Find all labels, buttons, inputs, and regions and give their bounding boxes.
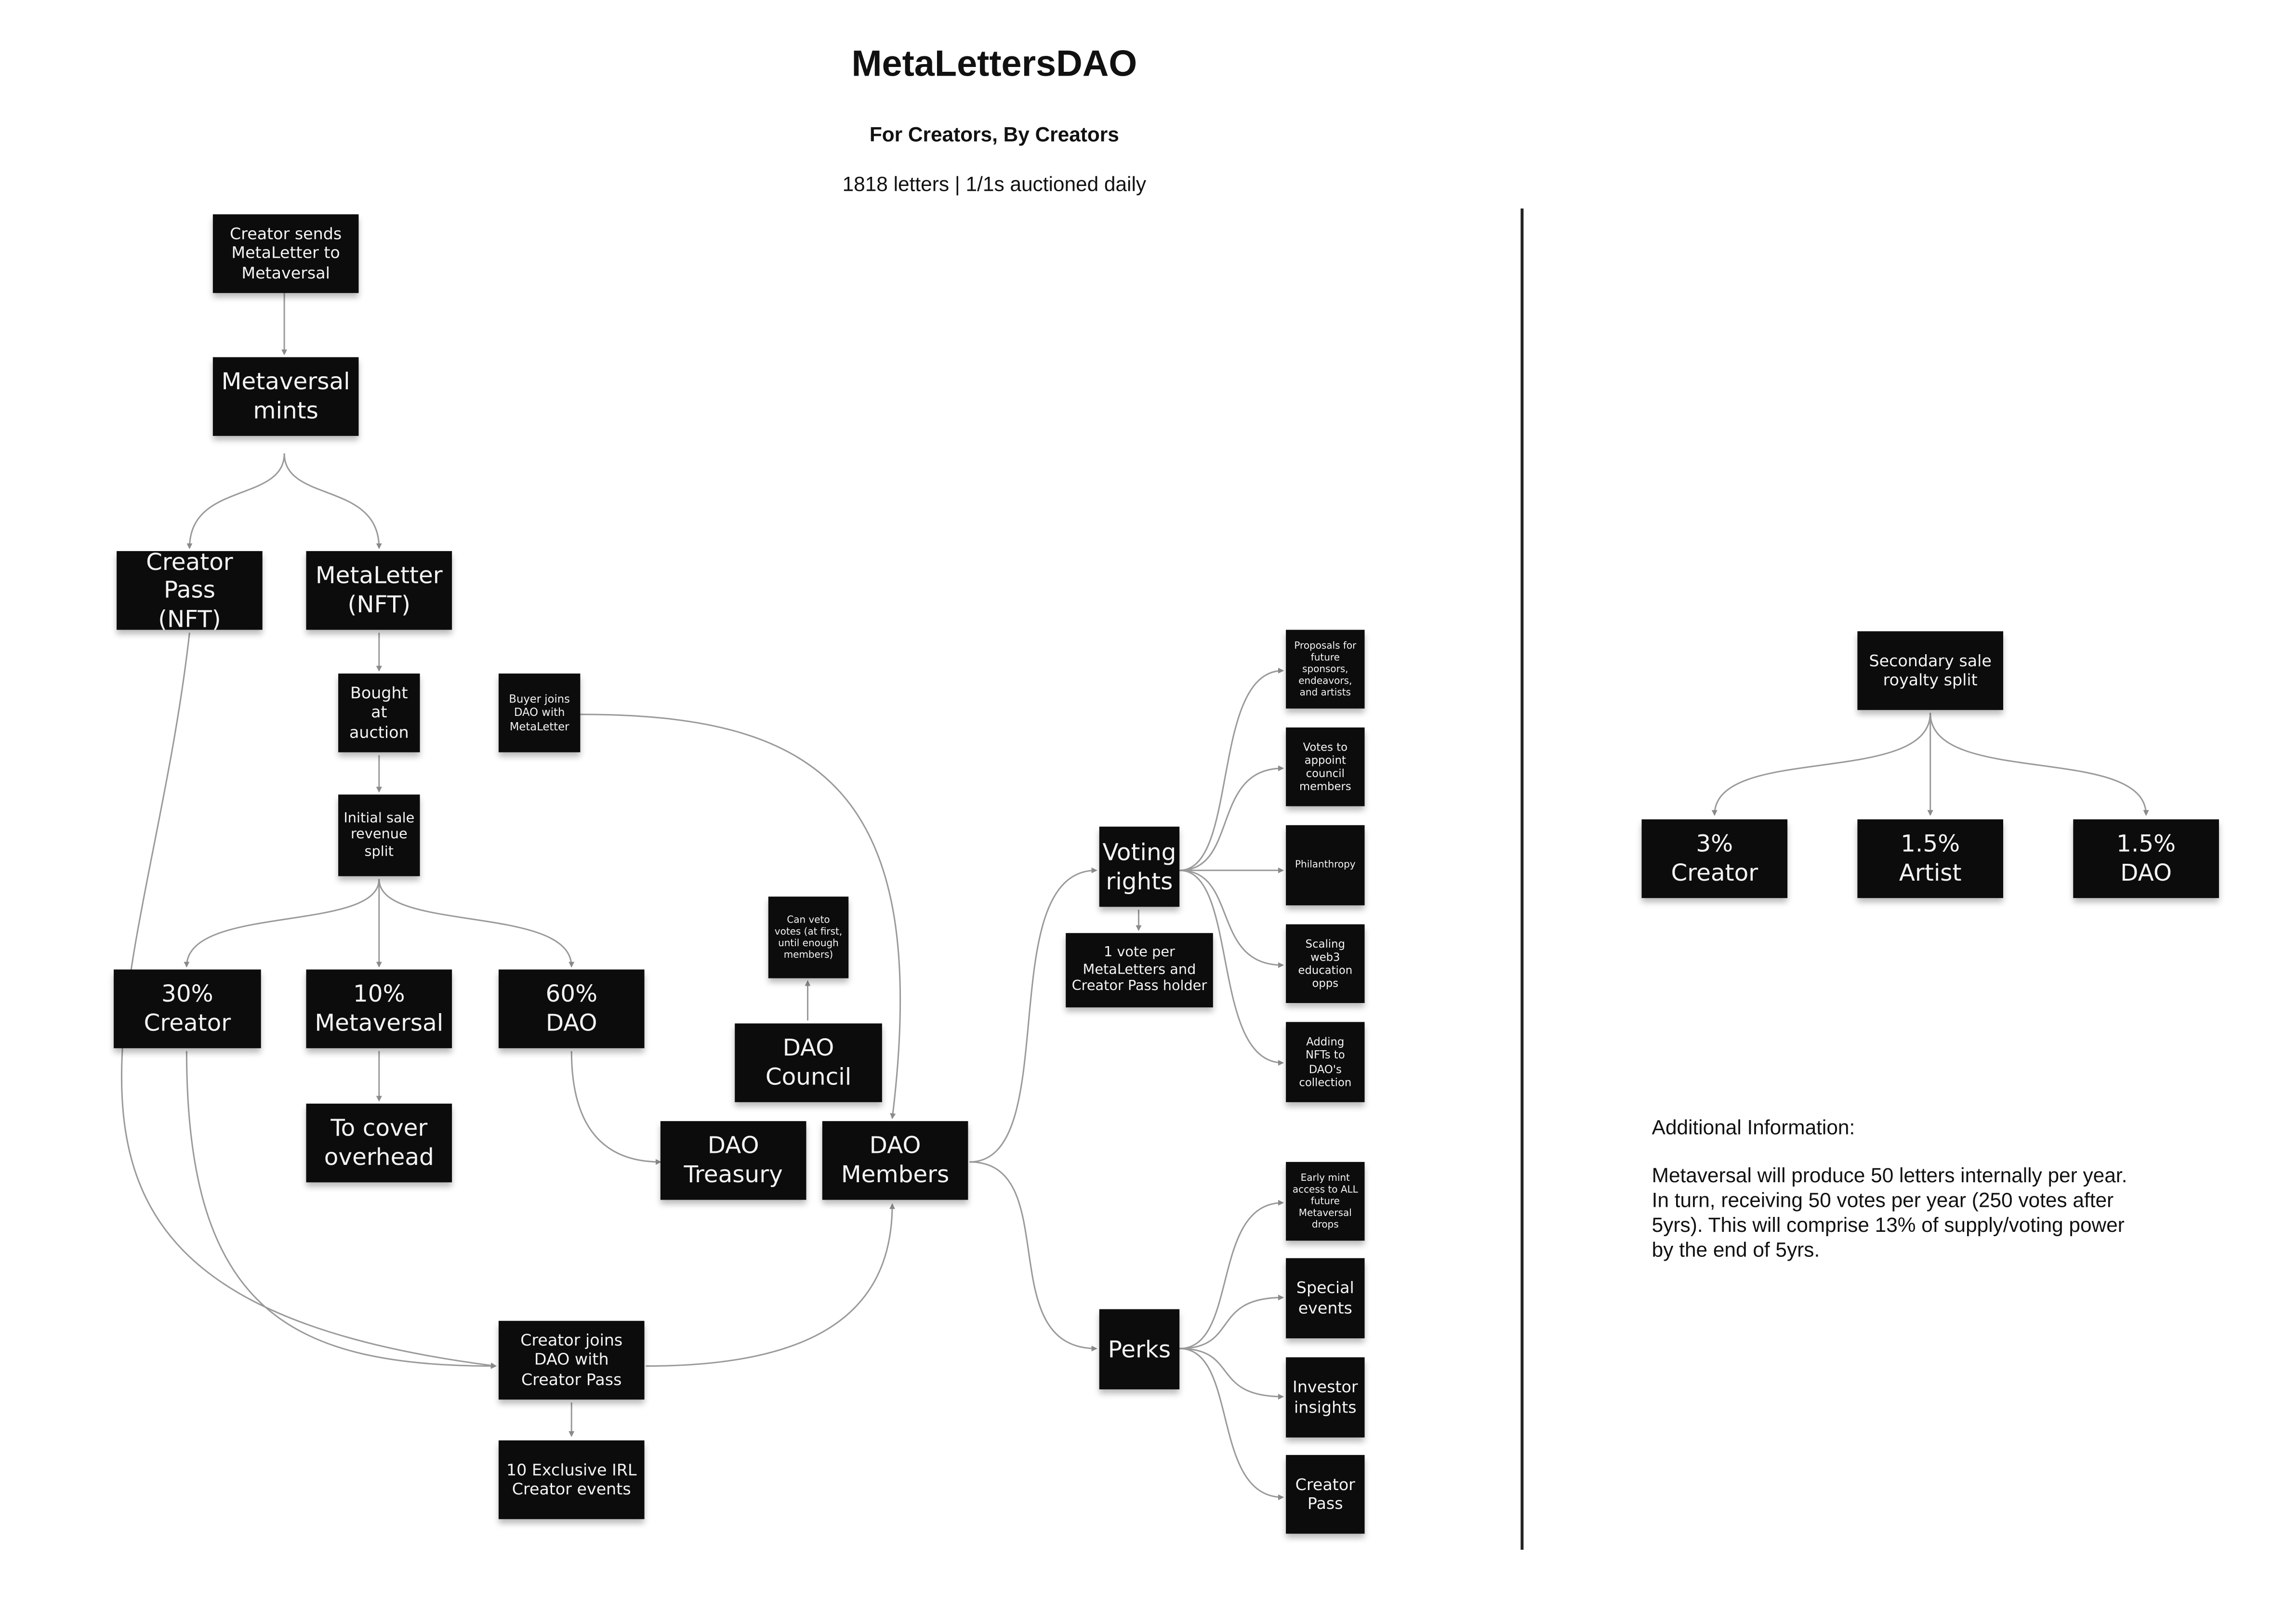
connector-voting-to-adding (1179, 870, 1284, 1066)
connector-buyer-to-members (580, 713, 901, 1120)
additional-info-line-1: Metaversal will produce 50 letters inter… (1652, 1163, 2127, 1187)
page-subtitle: For Creators, By Creators (869, 122, 1119, 146)
connector-mints-to-metaletter (283, 453, 382, 549)
node-creator-pass-nft: Creator Pass (NFT) (117, 551, 263, 630)
connector-mints-to-creator-pass (186, 453, 285, 549)
node-metaversal-mints: Metaversal mints (212, 357, 359, 436)
node-proposals: Proposals for future sponsors, endeavors… (1286, 630, 1365, 709)
connector-secondary-to-dao (1929, 713, 2149, 816)
node-creator-joins: Creator joins DAO with Creator Pass (498, 1320, 645, 1400)
page-tagline: 1818 letters | 1/1s auctioned daily (842, 172, 1147, 196)
page-title: MetaLettersDAO (851, 43, 1137, 85)
node-scaling-web3: Scaling web3 education opps (1286, 924, 1365, 1003)
node-voting-rights: Voting rights (1099, 826, 1180, 907)
node-adding-nfts: Adding NFTs to DAO's collection (1286, 1022, 1365, 1102)
node-to-cover-overhead: To cover overhead (306, 1103, 452, 1183)
node-philanthropy: Philanthropy (1286, 825, 1365, 906)
connector-perks-to-early (1179, 1200, 1284, 1349)
connector-30-to-joins (185, 1051, 497, 1369)
node-one-vote: 1 vote per MetaLetters and Creator Pass … (1066, 933, 1213, 1008)
node-30-creator: 30% Creator (114, 969, 261, 1048)
node-perks: Perks (1099, 1309, 1180, 1389)
connector-perks-to-special (1179, 1294, 1284, 1349)
connector-voting-to-appoint (1179, 765, 1284, 871)
node-votes-appoint: Votes to appoint council members (1286, 727, 1365, 806)
node-10-metaversal: 10% Metaversal (306, 969, 452, 1048)
node-royalty-dao: 1.5% DAO (2073, 819, 2219, 898)
node-royalty-creator: 3% Creator (1641, 819, 1788, 898)
additional-info-line-3: 5yrs). This will comprise 13% of supply/… (1652, 1213, 2125, 1237)
connector-joins-to-members (646, 1203, 896, 1367)
connector-split-to-60 (378, 879, 575, 968)
node-creator-pass-perk: Creator Pass (1286, 1455, 1365, 1534)
section-divider (1520, 208, 1523, 1550)
node-special-events: Special events (1286, 1258, 1365, 1339)
connector-voting-to-scaling (1179, 870, 1284, 968)
node-initial-sale-split: Initial sale revenue split (338, 794, 420, 876)
node-can-veto: Can veto votes (at first, until enough m… (768, 897, 849, 978)
connector-creator-pass-to-joins (120, 633, 497, 1369)
node-metaletter-nft: MetaLetter (NFT) (306, 551, 452, 630)
node-dao-treasury: DAO Treasury (660, 1121, 806, 1200)
connector-split-to-30 (184, 879, 380, 968)
connector-perks-to-investor (1179, 1347, 1284, 1400)
node-irl-events: 10 Exclusive IRL Creator events (498, 1440, 645, 1519)
node-early-mint: Early mint access to ALL future Metavers… (1286, 1162, 1365, 1241)
connector-members-to-voting (969, 867, 1097, 1163)
additional-info-heading: Additional Information: (1652, 1115, 1855, 1139)
node-dao-members: DAO Members (822, 1121, 968, 1200)
node-60-dao: 60% DAO (498, 969, 645, 1048)
connector-secondary-to-creator (1711, 713, 1931, 816)
connector-members-to-perks (969, 1161, 1097, 1352)
node-royalty-artist: 1.5% Artist (1857, 819, 2003, 898)
connector-60-to-treasury (570, 1051, 661, 1165)
additional-info-line-4: by the end of 5yrs. (1652, 1238, 1820, 1261)
node-creator-sends: Creator sends MetaLetter to Metaversal (212, 214, 359, 293)
node-bought-at-auction: Bought at auction (338, 673, 420, 753)
connector-perks-to-creatorpass (1179, 1347, 1284, 1500)
node-secondary-split: Secondary sale royalty split (1857, 631, 2003, 710)
node-buyer-joins: Buyer joins DAO with MetaLetter (498, 673, 581, 753)
connector-voting-to-proposals (1179, 668, 1284, 871)
node-dao-council: DAO Council (735, 1023, 882, 1102)
additional-info-line-2: In turn, receiving 50 votes per year (25… (1652, 1188, 2114, 1212)
node-investor-insights: Investor insights (1286, 1357, 1365, 1438)
